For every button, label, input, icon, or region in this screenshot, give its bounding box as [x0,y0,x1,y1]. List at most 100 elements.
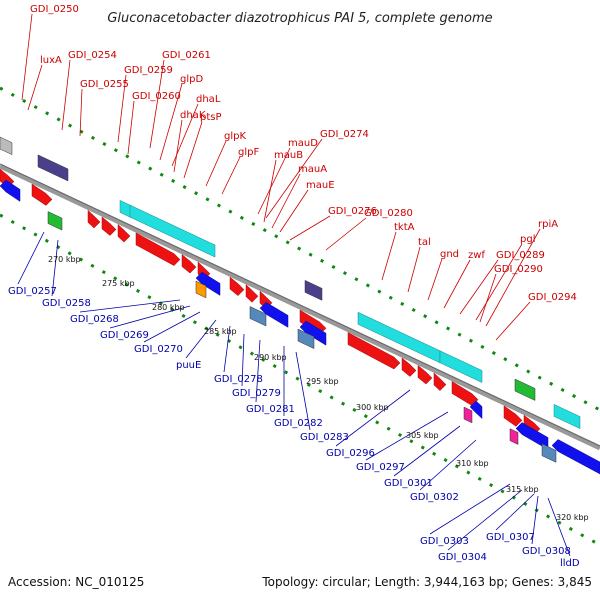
forward-gene-arrow [417,364,433,385]
forward-gene-label: GDI_0290 [494,264,543,275]
forward-gene-arrow [229,276,245,297]
rrna-block [439,350,483,383]
forward-leader-line [257,147,291,215]
forward-gene-label: GDI_0259 [124,65,173,76]
genome-backbone-edge [0,163,600,447]
forward-leader-line [27,64,43,111]
forward-gene-arrow [101,216,117,236]
reverse-leader-line [495,493,535,531]
forward-gene-label: mauA [298,164,327,175]
forward-gene-label: mauD [288,138,318,149]
kbp-tick-label: 290 kbp [254,353,287,362]
reverse-gene-label: GDI_0283 [300,432,349,443]
operon-block [304,279,323,301]
reverse-leader-line [109,305,191,329]
reverse-leader-line [419,439,477,491]
reverse-gene-label: GDI_0282 [274,418,323,429]
forward-leader-line [221,156,241,195]
genome-backbone [0,163,600,451]
forward-gene-arrow [135,232,181,266]
forward-leader-line [271,173,301,229]
forward-leader-line [183,121,203,179]
reverse-leader-line [79,299,181,313]
forward-leader-line [279,189,309,233]
forward-gene-label: luxA [40,55,62,66]
forward-leader-line [485,228,541,327]
inner-gene-block [195,280,207,299]
gene-features [0,136,600,475]
kbp-tick-label: 305 kbp [406,431,439,440]
reverse-gene-label: GDI_0278 [214,374,263,385]
reverse-gene-label: GDI_0307 [486,532,535,543]
forward-gene-label: dhaL [196,94,221,105]
reverse-gene-labels: GDI_0257GDI_0258GDI_0268GDI_0269GDI_0270… [8,286,580,569]
reverse-leader-line [17,231,45,285]
kbp-tick-label: 300 kbp [356,403,389,412]
reverse-leader-line [393,425,461,477]
forward-gene-arrow [347,332,401,370]
forward-gene-arrow [31,183,53,206]
kbp-tick-label: 315 kbp [506,485,539,494]
inner-gene-block [509,428,519,445]
reverse-gene-arrow [259,301,289,328]
label-leader-lines [17,13,571,557]
inner-gene-block [297,328,315,349]
reverse-gene-arrow [195,271,221,296]
forward-gene-label: GDI_0276 [328,206,377,217]
forward-gene-label: GDI_0280 [364,208,413,219]
forward-leader-line [159,83,183,161]
accession-text: Accession: NC_010125 [8,575,144,589]
forward-gene-label: rpiA [538,219,558,230]
reverse-gene-label: GDI_0297 [356,462,405,473]
kbp-tick-label: 275 kbp [102,279,135,288]
forward-leader-line [495,301,531,341]
reverse-gene-label: GDI_0281 [246,404,295,415]
forward-leader-line [173,119,183,173]
kbp-tick-label: 310 kbp [456,459,489,468]
reverse-gene-label: GDI_0303 [420,536,469,547]
reverse-leader-line [365,411,449,461]
reverse-leader-line [335,389,411,447]
reverse-leader-line [51,239,59,297]
reverse-leader-line [223,325,231,373]
reverse-gene-arrow [0,179,21,202]
forward-leader-line [407,246,421,293]
forward-leader-line [289,215,331,241]
reverse-gene-label: GDI_0304 [438,552,487,563]
forward-gene-label: dhaK [180,110,206,121]
forward-leader-line [205,140,227,187]
forward-leader-line [79,88,83,137]
forward-gene-label: GDI_0261 [162,50,211,61]
reverse-leader-line [255,339,261,403]
forward-gene-label: GDI_0260 [132,91,181,102]
forward-gene-label: GDI_0254 [68,50,117,61]
forward-gene-label: GDI_0255 [80,79,129,90]
reverse-leader-line [185,319,217,359]
reverse-leader-line [241,333,245,387]
forward-gene-label: GDI_0289 [496,250,545,261]
forward-leader-line [117,74,127,143]
reverse-gene-label: GDI_0269 [100,330,149,341]
reverse-gene-label: GDI_0270 [134,344,183,355]
reverse-gene-label: GDI_0268 [70,314,119,325]
forward-gene-label: tal [418,237,431,248]
forward-gene-arrow [503,405,523,427]
reverse-gene-label: lldD [560,558,580,569]
reverse-gene-label: GDI_0257 [8,286,57,297]
forward-leader-line [459,259,499,315]
reverse-gene-arrow [299,320,327,346]
inner-gene-block [249,306,267,327]
forward-gene-label: glpD [180,74,203,85]
forward-gene-label: glpF [238,147,259,158]
reverse-gene-arrow [515,422,549,450]
kbp-tick-label: 320 kbp [556,513,589,522]
rrna-block [129,204,216,258]
forward-gene-label: tktA [394,222,415,233]
kbp-tick-label: 280 kbp [152,303,185,312]
reverse-gene-label: puuE [176,360,201,371]
green-block [514,378,536,401]
forward-gene-label: zwf [468,250,485,261]
kbp-tick-label: 270 kbp [48,255,81,264]
reverse-gene-arrow [551,439,600,475]
reverse-gene-label: GDI_0296 [326,448,375,459]
